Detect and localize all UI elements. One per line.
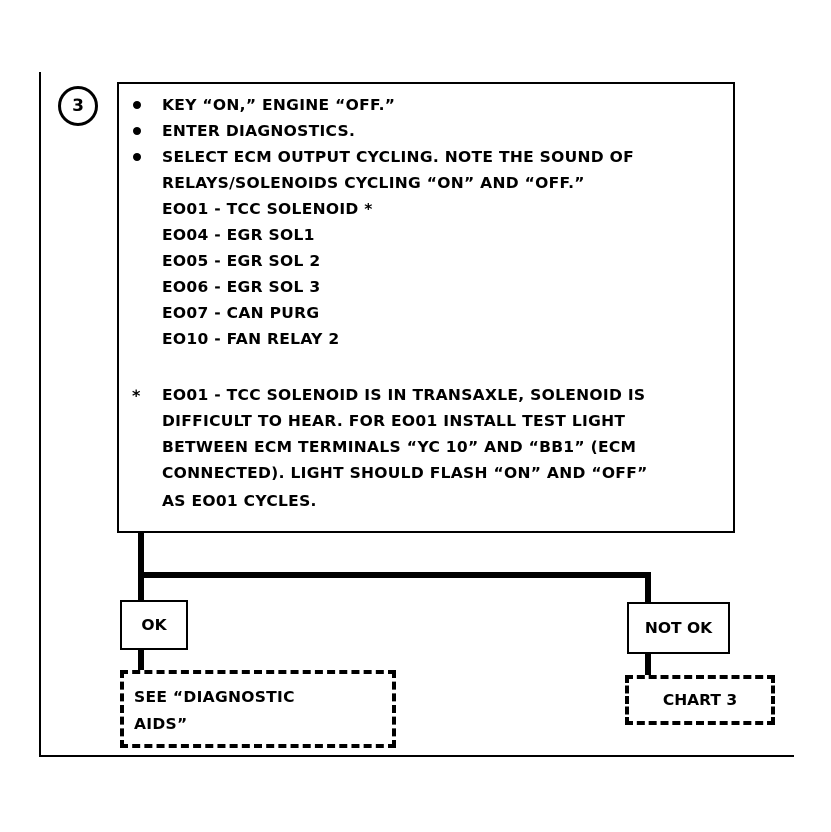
output-item: EO04 - EGR SOL1: [162, 226, 315, 244]
bullet-dot-2: [133, 127, 141, 135]
footnote-line: AS EO01 CYCLES.: [162, 492, 317, 510]
output-item: EO07 - CAN PURG: [162, 304, 320, 322]
output-item: EO01 - TCC SOLENOID *: [162, 200, 373, 218]
footnote-line: BETWEEN ECM TERMINALS “YC 10” AND “BB1” …: [162, 438, 637, 456]
instruction-key-on: KEY “ON,” ENGINE “OFF.”: [162, 96, 396, 114]
connector-ok-to-result: [138, 650, 144, 672]
instruction-box: [117, 82, 735, 533]
chart-3-box: CHART 3: [625, 675, 775, 725]
instruction-output-cycling-line-2: RELAYS/SOLENOIDS CYCLING “ON” AND “OFF.”: [162, 174, 585, 192]
step-number-circle: 3: [58, 86, 98, 126]
step-number: 3: [72, 96, 84, 116]
chart-3-label: CHART 3: [662, 691, 738, 709]
footnote-marker: *: [132, 386, 141, 405]
output-item: EO05 - EGR SOL 2: [162, 252, 321, 270]
see-diagnostic-aids-line-1: SEE “DIAGNOSTIC: [134, 688, 295, 706]
frame-left-border: [39, 72, 41, 756]
see-diagnostic-aids-line-2: AIDS”: [134, 715, 188, 733]
not-ok-label: NOT OK: [644, 619, 713, 637]
not-ok-result-box: NOT OK: [627, 602, 730, 654]
frame-bottom-border: [39, 755, 794, 757]
instruction-output-cycling-line-1: SELECT ECM OUTPUT CYCLING. NOTE THE SOUN…: [162, 148, 635, 166]
bullet-dot-3: [133, 153, 141, 161]
output-item: EO10 - FAN RELAY 2: [162, 330, 340, 348]
footnote-line: EO01 - TCC SOLENOID IS IN TRANSAXLE, SOL…: [162, 386, 646, 404]
see-diagnostic-aids-box: SEE “DIAGNOSTIC AIDS”: [120, 670, 396, 748]
connector-horizontal: [138, 572, 651, 578]
connector-not-ok-to-result: [645, 654, 651, 677]
connector-trunk: [138, 533, 144, 600]
ok-result-box: OK: [120, 600, 188, 650]
footnote-line: CONNECTED). LIGHT SHOULD FLASH “ON” AND …: [162, 464, 648, 482]
footnote-line: DIFFICULT TO HEAR. FOR EO01 INSTALL TEST…: [162, 412, 626, 430]
ok-label: OK: [141, 616, 167, 634]
bullet-dot-1: [133, 101, 141, 109]
instruction-enter-diagnostics: ENTER DIAGNOSTICS.: [162, 122, 356, 140]
connector-to-not-ok: [645, 572, 651, 602]
output-item: EO06 - EGR SOL 3: [162, 278, 321, 296]
